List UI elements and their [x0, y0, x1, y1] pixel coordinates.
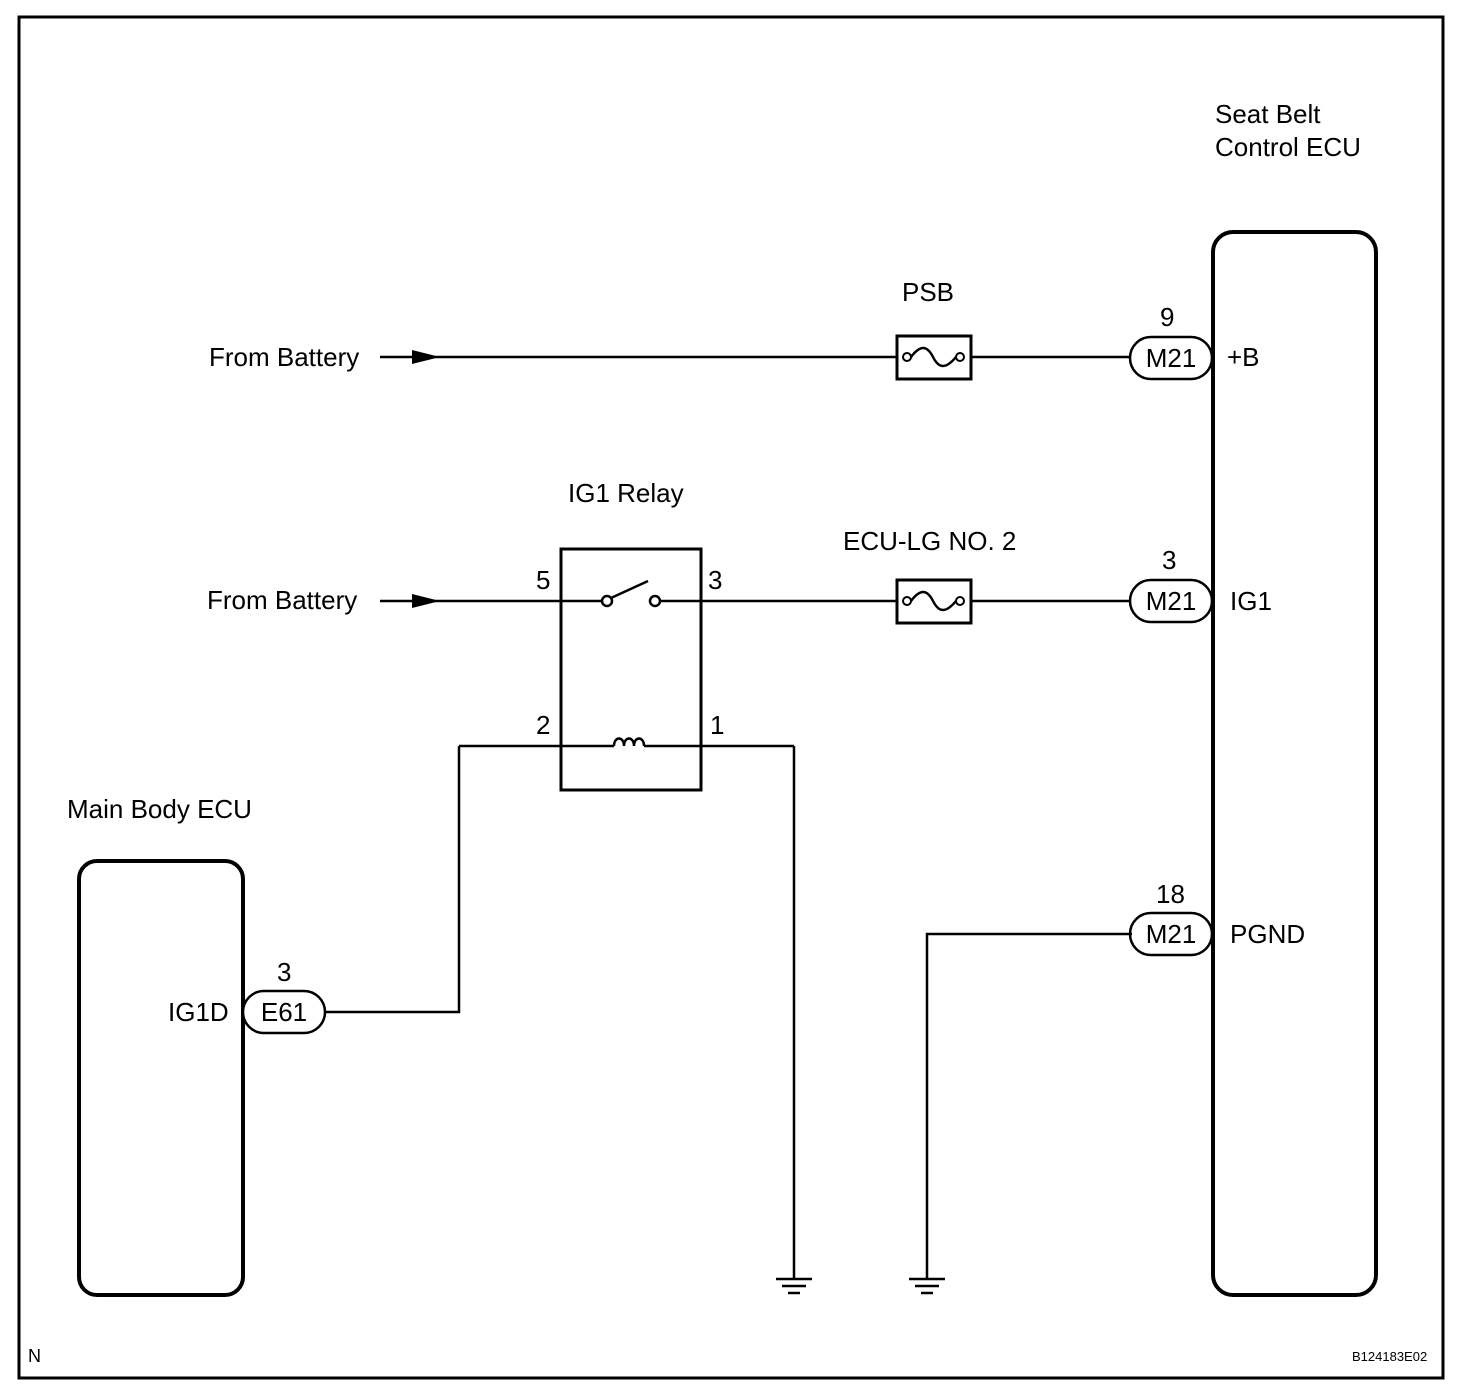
from-battery-label-top: From Battery: [209, 342, 359, 372]
m21-pin-9: 9: [1160, 302, 1174, 332]
terminal-ig1d: IG1D: [168, 997, 229, 1027]
terminal-pgnd: PGND: [1230, 919, 1305, 949]
wire-relay-e61: [324, 746, 461, 1014]
e61-connector: [241, 989, 327, 1035]
m21-connector-b: [1128, 335, 1214, 381]
arrow-icon: [412, 350, 440, 364]
relay-switch-contact-icon: [648, 594, 662, 608]
seat-belt-ecu-label-line2: Control ECU: [1215, 132, 1361, 162]
m21-pin-3: 3: [1162, 545, 1176, 575]
relay-pin-2: 2: [536, 710, 550, 740]
relay-coil-icon: [612, 737, 646, 747]
terminal-plus-b: +B: [1227, 342, 1260, 372]
e61-label: E61: [261, 997, 307, 1027]
relay-pin-1: 1: [710, 710, 724, 740]
m21-label-pgnd: M21: [1146, 919, 1197, 949]
e61-pin-3: 3: [277, 957, 291, 987]
figure-id: B124183E02: [1352, 1349, 1427, 1364]
relay-pin-5: 5: [536, 565, 550, 595]
psb-fuse-label: PSB: [902, 277, 954, 307]
ig1-relay-box: [559, 547, 703, 792]
diagram-frame: [17, 15, 1445, 1380]
seat-belt-ecu-box: [1211, 230, 1378, 1297]
relay-switch-contact-icon: [600, 594, 614, 608]
main-body-ecu-box: [77, 859, 245, 1297]
from-battery-label-mid: From Battery: [207, 585, 357, 615]
ig1-relay-label: IG1 Relay: [568, 478, 684, 508]
main-body-ecu-label: Main Body ECU: [67, 794, 252, 824]
terminal-ig1: IG1: [1230, 586, 1272, 616]
footer-code: N: [28, 1346, 41, 1366]
m21-label-b: M21: [1146, 343, 1197, 373]
seat-belt-ecu-label-line1: Seat Belt: [1215, 99, 1321, 129]
relay-switch-arm: [610, 579, 649, 600]
ecu-lg-fuse-label: ECU-LG NO. 2: [843, 526, 1016, 556]
ground-icon: [909, 1277, 945, 1295]
m21-label-ig1: M21: [1146, 586, 1197, 616]
relay-pin-3: 3: [708, 565, 722, 595]
m21-connector-ig1: [1128, 578, 1214, 624]
arrow-icon: [412, 594, 440, 608]
m21-pin-18: 18: [1156, 879, 1185, 909]
ground-icon: [776, 1277, 812, 1295]
wire-pgnd-ground: [925, 932, 1132, 1278]
